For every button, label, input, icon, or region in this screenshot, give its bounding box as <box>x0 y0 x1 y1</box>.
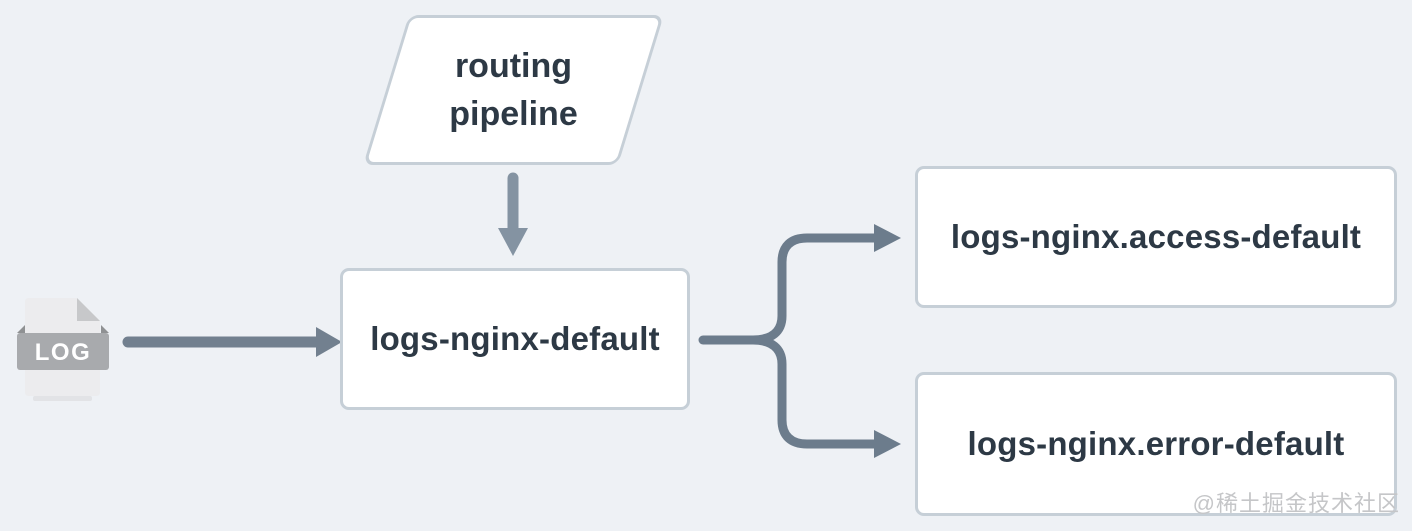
watermark: @稀土掘金技术社区 <box>1192 491 1400 516</box>
node-routing-pipeline: routing pipeline <box>363 15 664 165</box>
node-error-label: logs-nginx.error-default <box>967 425 1345 462</box>
node-error-index: logs-nginx.error-default <box>915 372 1397 516</box>
arrow-log-to-source-icon <box>122 327 342 357</box>
routing-pipeline-line2: pipeline <box>449 95 578 133</box>
routing-pipeline-label: routing pipeline <box>389 18 638 162</box>
log-file-icon: LOG <box>17 298 109 401</box>
node-access-index: logs-nginx.access-default <box>915 166 1397 308</box>
node-source-label: logs-nginx-default <box>370 320 660 357</box>
arrow-down-icon <box>498 172 528 256</box>
log-icon-label: LOG <box>35 339 92 366</box>
node-source-index: logs-nginx-default <box>340 268 690 410</box>
routing-pipeline-line1: routing <box>454 47 573 85</box>
branch-split-arrows-icon <box>698 224 901 458</box>
node-access-label: logs-nginx.access-default <box>950 218 1362 255</box>
